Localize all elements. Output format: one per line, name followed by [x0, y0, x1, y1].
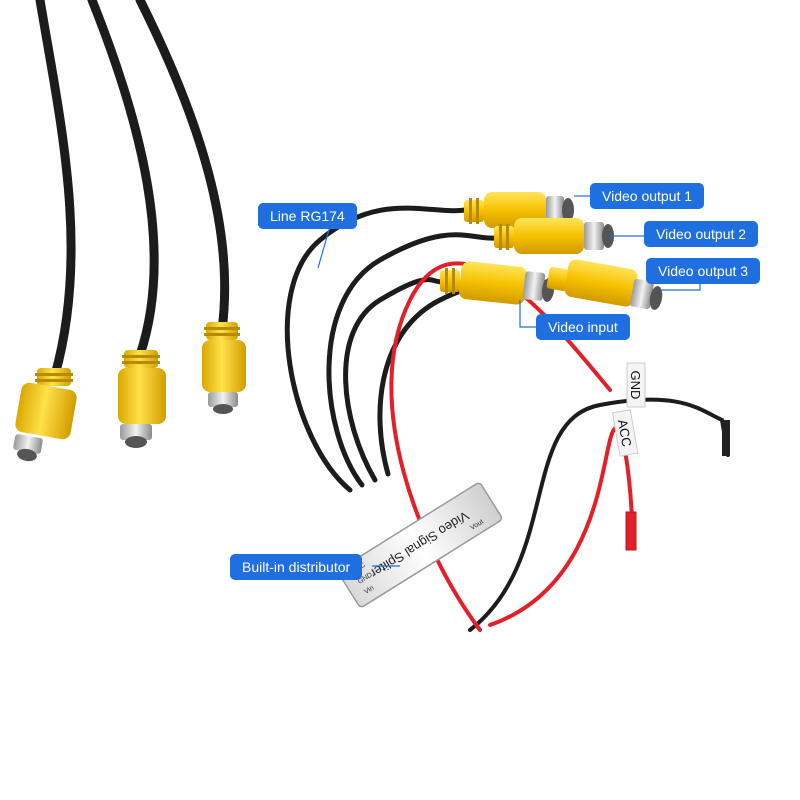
leader-input	[519, 300, 536, 328]
rca-video-input	[440, 261, 555, 305]
acc-tag-label: ACC	[615, 418, 635, 448]
left-rca-connector-2	[118, 350, 166, 448]
acc-wire-tag: ACC	[611, 409, 639, 457]
callout-video-input: Video input	[536, 314, 630, 340]
callout-video-output-3: Video output 3	[646, 258, 761, 284]
left-cable-3	[135, 0, 230, 335]
callout-video-output-1: Video output 1	[590, 183, 705, 209]
cable-to-output-1	[284, 205, 468, 493]
splitter-box: Video Signal Spliter ACC GND Vin Vout	[337, 482, 503, 608]
leader-line-rg174	[317, 225, 331, 269]
rca-output-2	[494, 218, 614, 254]
left-cables	[35, 0, 230, 380]
rca-output-1	[464, 192, 574, 228]
red-power-wire	[488, 426, 634, 627]
callout-line-rg174: Line RG174	[258, 203, 357, 229]
left-rca-connector-1	[13, 368, 77, 462]
black-power-wire	[468, 397, 730, 632]
gnd-tag-label: GND	[628, 371, 643, 400]
gnd-wire-tag: GND	[626, 362, 646, 408]
left-rca-connector-3	[202, 322, 246, 414]
callout-built-in-distributor: Built-in distributor	[230, 554, 363, 580]
rca-output-3	[546, 259, 663, 310]
left-cable-1	[35, 0, 76, 380]
pin-vin-label: Vin	[363, 585, 375, 596]
red-wire-tip	[625, 511, 637, 551]
left-cable-2	[87, 0, 159, 360]
cable-to-output-2	[326, 232, 498, 488]
cable-to-input	[343, 277, 445, 483]
callout-video-output-2: Video output 2	[644, 221, 759, 247]
black-wire-tip	[722, 420, 730, 456]
